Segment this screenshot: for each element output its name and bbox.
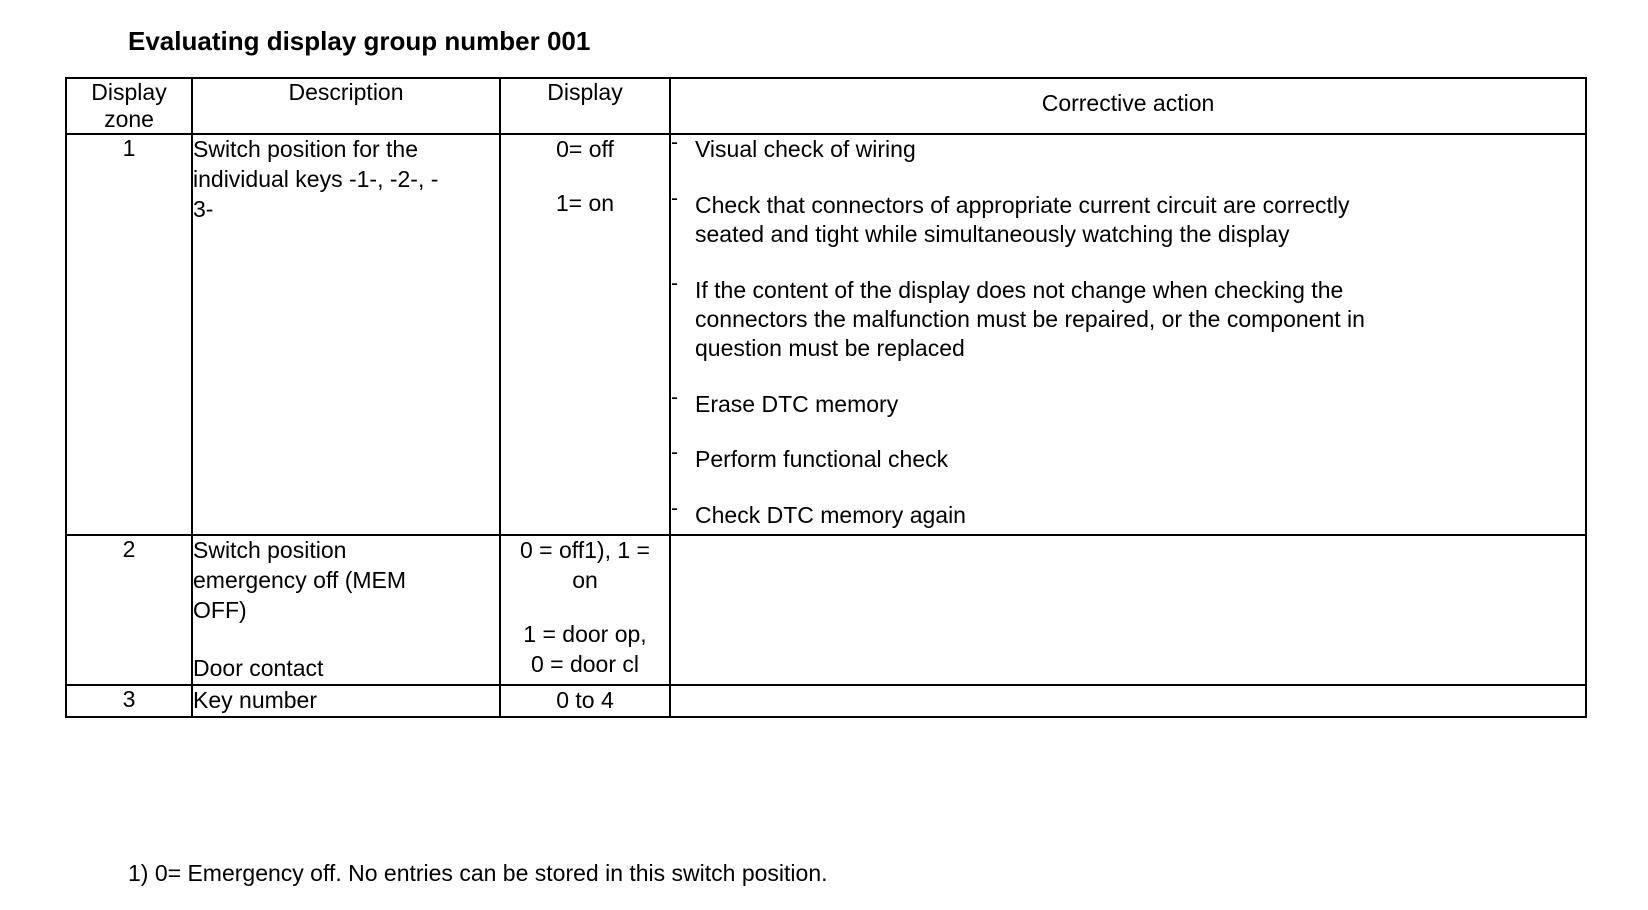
column-header-display: Display (499, 76, 671, 136)
action-line: Check that connectors of appropriate cur… (695, 191, 1350, 218)
display-value-spacer (501, 596, 669, 620)
display-value-line: 0 = off1), 1 = (519, 537, 650, 564)
cell-display-value: 0 = off1), 1 = on 1 = door op, 0 = door … (499, 534, 671, 686)
column-header-display-zone: Display zone (65, 76, 193, 136)
evaluation-table: Display zone Description Display Correct… (65, 76, 1587, 718)
cell-corrective-action (669, 683, 1587, 718)
list-item: - Erase DTC memory (671, 386, 1585, 419)
table-row: 3 Key number 0 to 4 (65, 683, 1587, 718)
column-header-description: Description (191, 76, 501, 136)
description-line: emergency off (MEM (193, 567, 407, 594)
corrective-action-list: - Visual check of wiring - Check that co… (671, 131, 1585, 530)
dash-bullet-icon: - (671, 131, 678, 155)
list-item: - If the content of the display does not… (671, 272, 1585, 364)
display-value-line: 0= off (556, 136, 614, 163)
action-line: question must be replaced (695, 335, 965, 362)
list-item: - Perform functional check (671, 441, 1585, 474)
dash-bullet-icon: - (671, 271, 678, 295)
column-header-display-zone-line2: zone (104, 106, 154, 133)
table-header-row: Display zone Description Display Correct… (65, 76, 1587, 136)
description-line: Door contact (193, 654, 324, 681)
dash-bullet-icon: - (671, 385, 678, 409)
display-value-line: 0 = door cl (530, 650, 640, 677)
description-line: OFF) (193, 596, 247, 623)
column-header-display-zone-line1: Display (91, 79, 167, 105)
action-line: Erase DTC memory (695, 390, 899, 417)
list-item: - Check that connectors of appropriate c… (671, 187, 1585, 250)
action-line: Visual check of wiring (695, 136, 916, 163)
column-header-corrective-action: Corrective action (669, 76, 1587, 136)
cell-display-value: 0= off 1= on (499, 133, 671, 537)
cell-description: Switch position for the individual keys … (191, 133, 501, 537)
action-line: connectors the malfunction must be repai… (695, 306, 1365, 332)
list-item: - Visual check of wiring (671, 131, 1585, 164)
cell-description: Key number (191, 683, 501, 718)
display-value-line: 1 = door op, (523, 620, 647, 647)
page-title: Evaluating display group number 001 (128, 26, 591, 56)
dash-bullet-icon: - (671, 186, 678, 210)
display-value-line: 0 to 4 (556, 686, 614, 713)
cell-display-zone: 2 (65, 534, 193, 686)
display-value-spacer (501, 165, 669, 189)
display-value-line: 1= on (555, 190, 615, 217)
cell-display-zone: 3 (65, 683, 193, 718)
display-value-line: on (572, 567, 598, 594)
description-line: Key number (193, 686, 318, 713)
description-line: 3- (193, 196, 214, 223)
action-line: Check DTC memory again (695, 501, 966, 528)
footnote: 1) 0= Emergency off. No entries can be s… (128, 860, 828, 886)
table-row: 2 Switch position emergency off (MEM OFF… (65, 534, 1587, 686)
description-spacer (193, 626, 499, 654)
description-line: Switch position for the (193, 136, 419, 163)
cell-description: Switch position emergency off (MEM OFF) … (191, 534, 501, 686)
table-row: 1 Switch position for the individual key… (65, 131, 1587, 537)
cell-corrective-action (669, 534, 1587, 686)
list-item: - Check DTC memory again (671, 497, 1585, 530)
action-line: seated and tight while simultaneously wa… (695, 221, 1290, 248)
action-line: If the content of the display does not c… (695, 276, 1344, 303)
dash-bullet-icon: - (671, 441, 678, 465)
cell-display-zone: 1 (65, 133, 193, 537)
action-line: Perform functional check (695, 446, 949, 473)
description-line: Switch position (193, 537, 347, 564)
cell-display-value: 0 to 4 (499, 683, 671, 718)
description-line: individual keys -1-, -2-, - (193, 166, 439, 193)
cell-corrective-action: - Visual check of wiring - Check that co… (669, 131, 1587, 537)
dash-bullet-icon: - (671, 496, 678, 520)
